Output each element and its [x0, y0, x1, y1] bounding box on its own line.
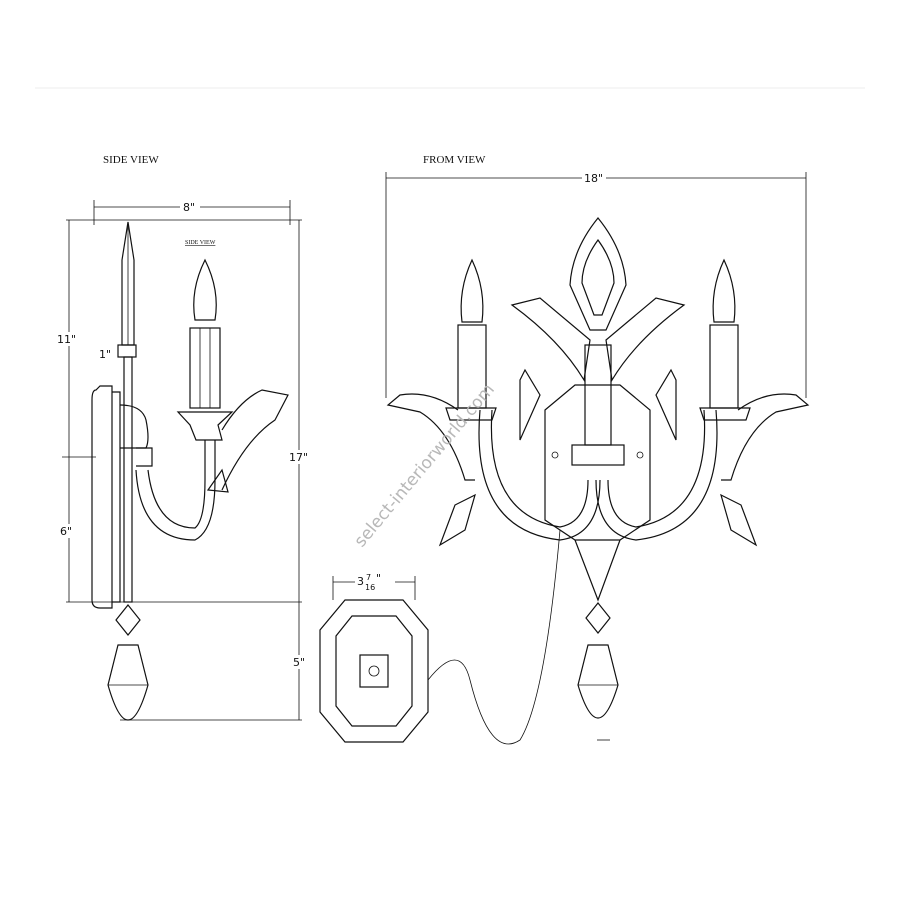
front-view-fixture [386, 217, 810, 719]
front-view-title: FROM VIEW [423, 154, 486, 166]
dim-lower-height: 6" [60, 525, 72, 538]
dim-pendant-height: 5" [293, 656, 305, 669]
inch-mark: " [376, 572, 381, 585]
dim-overall-height: 17" [289, 451, 308, 464]
dim-backplate-offset: 1" [99, 348, 111, 361]
dim-upper-height: 11" [57, 333, 76, 346]
watermark: select-interiorworld.com [351, 380, 499, 551]
dim-backplate-numerator: 7 [366, 573, 371, 582]
backplate-detail [319, 529, 561, 745]
dim-backplate-whole: 3 [357, 575, 364, 588]
dim-backplate-denominator: 16 [365, 583, 375, 592]
side-view-fixture [91, 221, 289, 721]
side-view-small-label: SIDE VIEW [185, 240, 216, 246]
dim-front-width: 18" [584, 172, 603, 185]
side-view-title: SIDE VIEW [103, 154, 159, 166]
side-dimensions [62, 200, 302, 721]
dim-side-width: 8" [183, 201, 195, 214]
front-dimensions [385, 172, 807, 741]
